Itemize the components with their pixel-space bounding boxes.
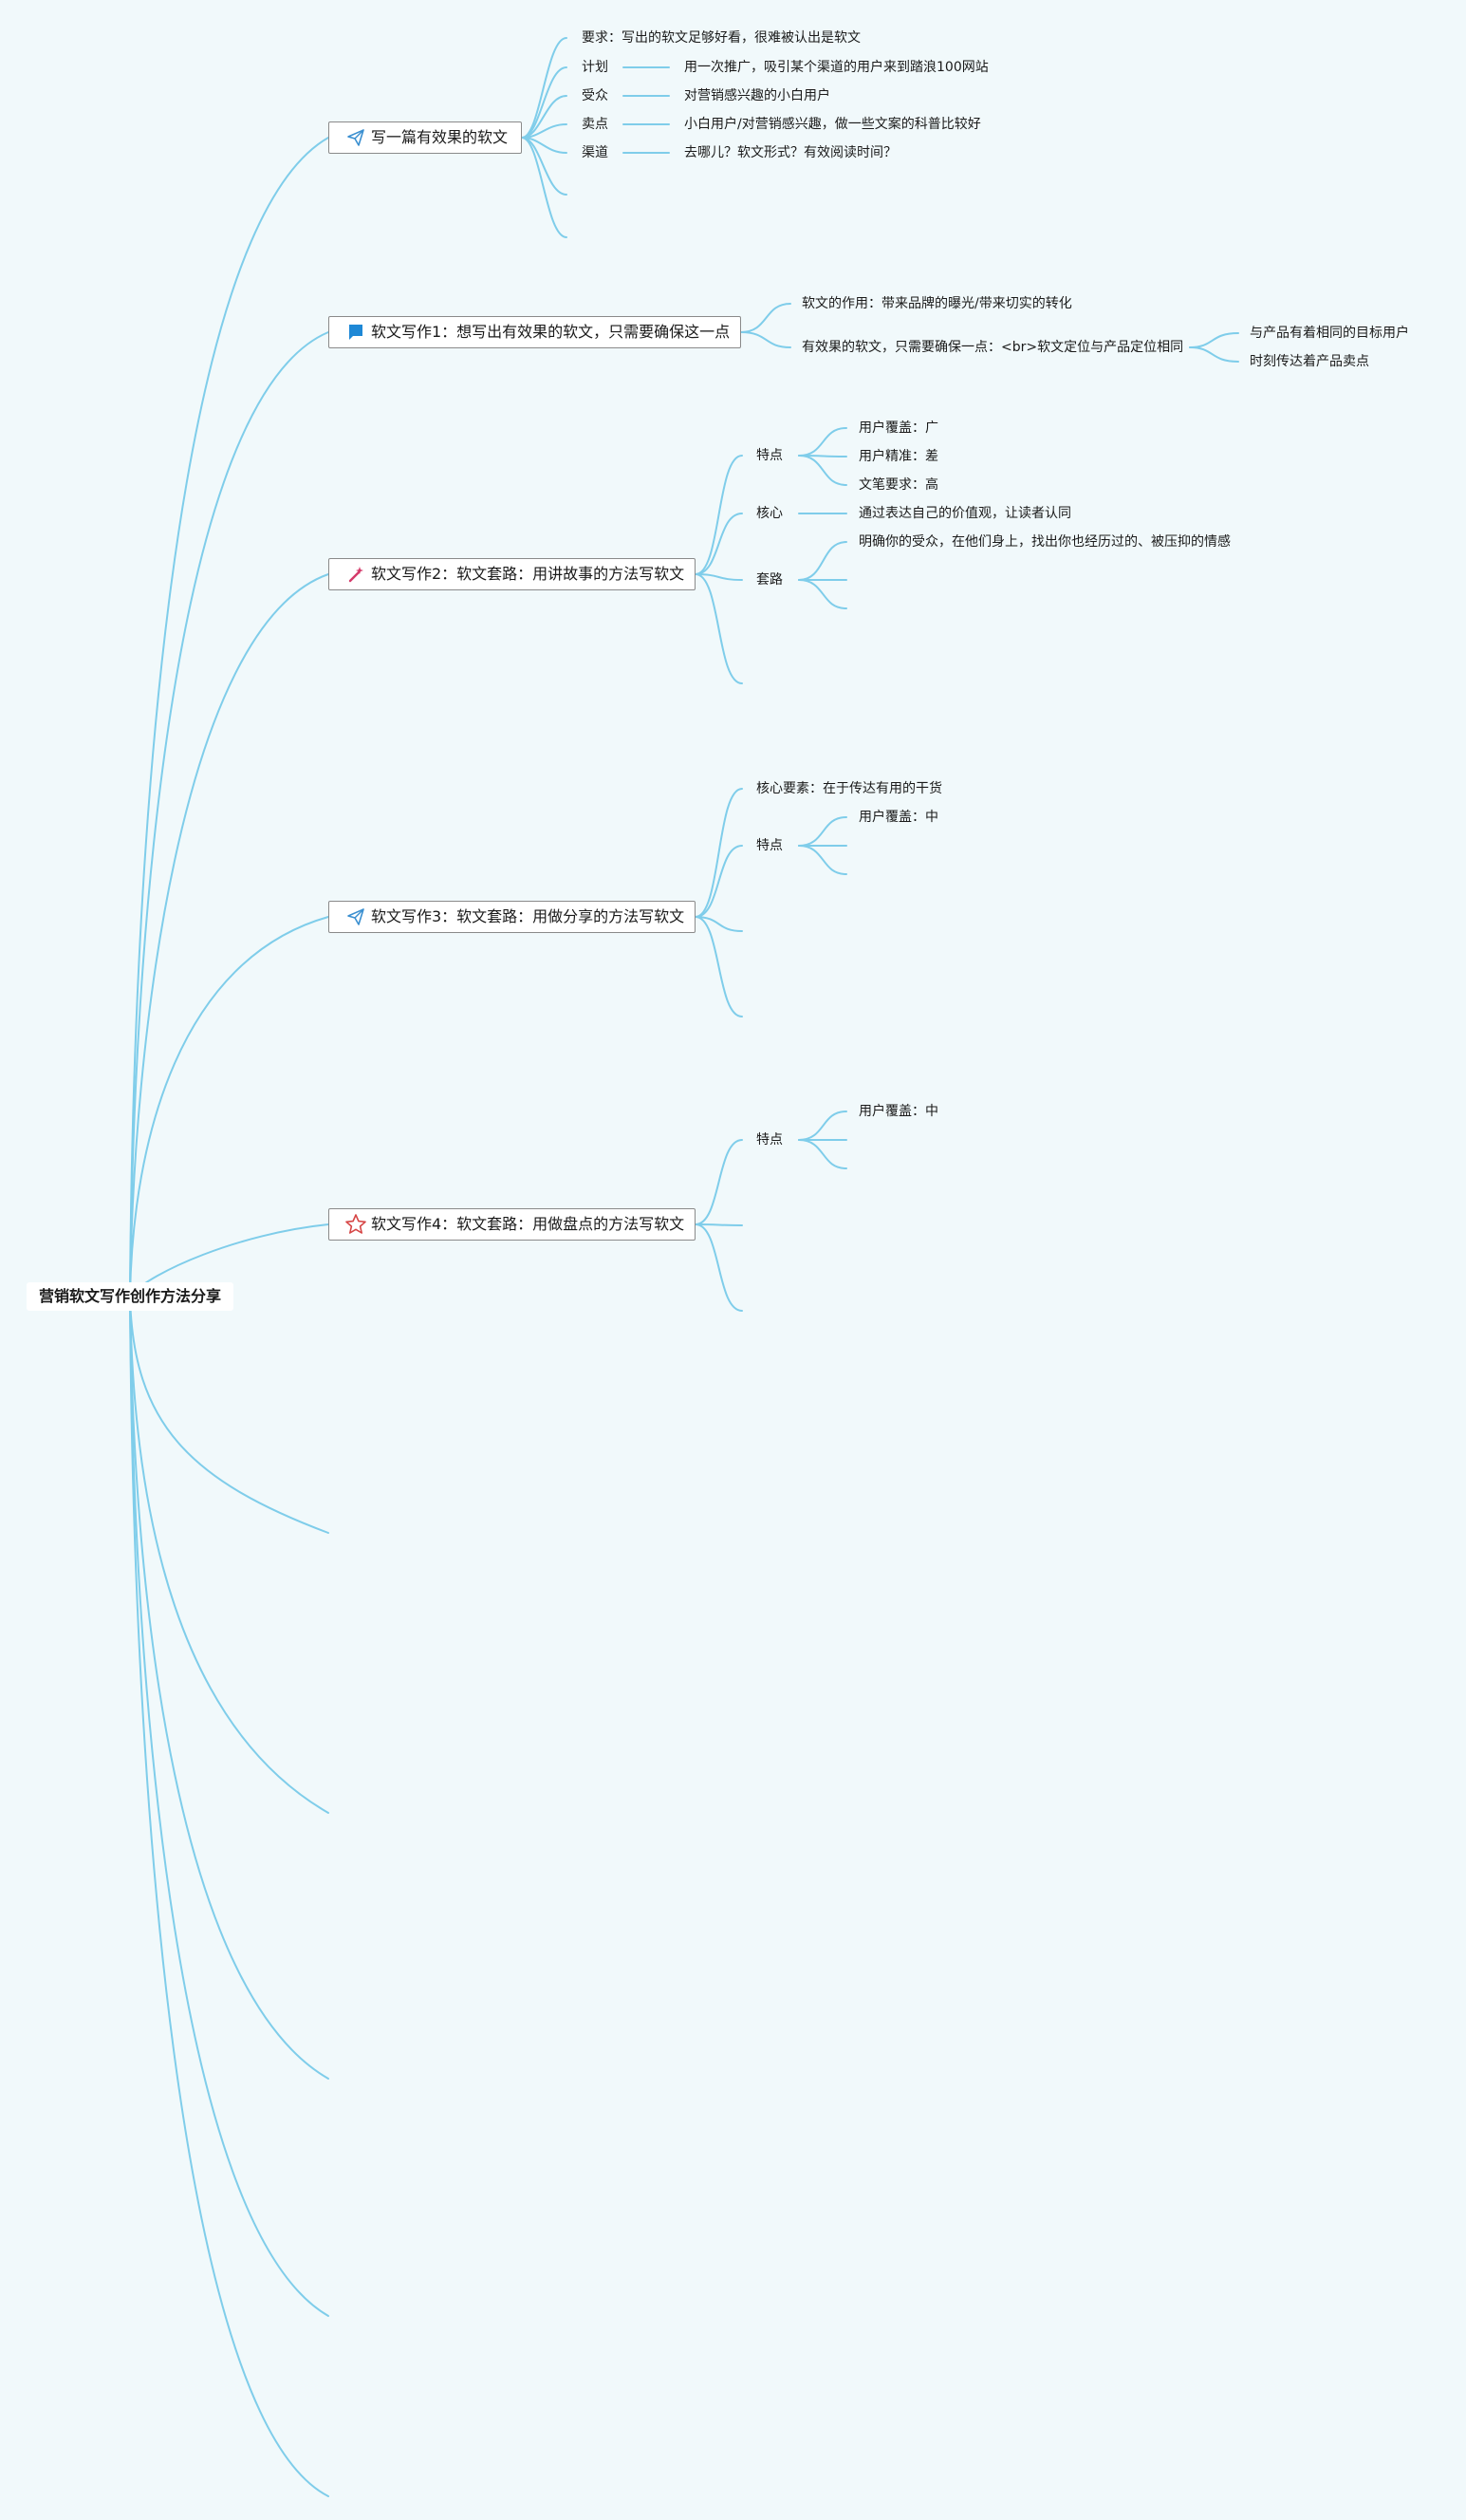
t1-require[interactable]: 要求：写出的软文足够好看，很难被认出是软文 bbox=[582, 30, 861, 46]
topic-5[interactable]: 软文写作4：软文套路：用做盘点的方法写软文 bbox=[328, 1208, 696, 1241]
t3-core[interactable]: 核心 bbox=[756, 506, 783, 521]
star-outline-icon bbox=[344, 1213, 367, 1236]
topic-3-label: 软文写作2：软文套路：用讲故事的方法写软文 bbox=[371, 565, 685, 583]
t3-feature-3[interactable]: 文笔要求：高 bbox=[859, 477, 938, 493]
topic-2-label: 软文写作1：想写出有效果的软文，只需要确保这一点 bbox=[371, 323, 731, 341]
t3-feature-1[interactable]: 用户覆盖：广 bbox=[859, 420, 938, 436]
t5-feature[interactable]: 特点 bbox=[756, 1132, 783, 1148]
t2-role[interactable]: 软文的作用：带来品牌的曝光/带来切实的转化 bbox=[802, 296, 1072, 311]
topic-5-label: 软文写作4：软文套路：用做盘点的方法写软文 bbox=[371, 1215, 685, 1233]
paper-plane-icon bbox=[344, 126, 367, 149]
t3-feature[interactable]: 特点 bbox=[756, 448, 783, 463]
blue-flag-icon bbox=[344, 321, 367, 344]
magic-wand-icon bbox=[344, 563, 367, 586]
topic-3[interactable]: 软文写作2：软文套路：用讲故事的方法写软文 bbox=[328, 558, 696, 590]
t1-plan[interactable]: 计划 bbox=[582, 60, 608, 75]
root-topic[interactable]: 营销软文写作创作方法分享 bbox=[27, 1282, 233, 1311]
t1-channel[interactable]: 渠道 bbox=[582, 145, 608, 160]
topic-4-label: 软文写作3：软文套路：用做分享的方法写软文 bbox=[371, 907, 685, 925]
t1-channel-value[interactable]: 去哪儿？软文形式？有效阅读时间？ bbox=[684, 145, 897, 160]
t2-sub-2[interactable]: 时刻传达着产品卖点 bbox=[1250, 354, 1369, 369]
paper-plane-icon bbox=[344, 905, 367, 928]
topic-1[interactable]: 写一篇有效果的软文 bbox=[328, 121, 522, 154]
t1-plan-value[interactable]: 用一次推广，吸引某个渠道的用户来到踏浪100网站 bbox=[684, 60, 989, 75]
t1-audience-value[interactable]: 对营销感兴趣的小白用户 bbox=[684, 88, 830, 103]
t3-routine[interactable]: 套路 bbox=[756, 572, 783, 588]
t4-core-element[interactable]: 核心要素：在于传达有用的干货 bbox=[756, 781, 942, 796]
t3-feature-2[interactable]: 用户精准：差 bbox=[859, 449, 938, 464]
topic-4[interactable]: 软文写作3：软文套路：用做分享的方法写软文 bbox=[328, 901, 696, 933]
topic-2[interactable]: 软文写作1：想写出有效果的软文，只需要确保这一点 bbox=[328, 316, 741, 348]
t2-ensure[interactable]: 有效果的软文，只需要确保一点：<br>软文定位与产品定位相同 bbox=[802, 340, 1184, 355]
topic-1-label: 写一篇有效果的软文 bbox=[371, 128, 509, 146]
t1-selling[interactable]: 卖点 bbox=[582, 117, 608, 132]
t2-sub-1[interactable]: 与产品有着相同的目标用户 bbox=[1250, 326, 1409, 341]
t3-routine-value[interactable]: 明确你的受众，在他们身上，找出你也经历过的、被压抑的情感 bbox=[859, 534, 1231, 550]
t3-core-value[interactable]: 通过表达自己的价值观，让读者认同 bbox=[859, 506, 1071, 521]
t1-selling-value[interactable]: 小白用户/对营销感兴趣，做一些文案的科普比较好 bbox=[684, 117, 981, 132]
t4-feature[interactable]: 特点 bbox=[756, 838, 783, 853]
t5-feature-1[interactable]: 用户覆盖：中 bbox=[859, 1104, 938, 1119]
t4-feature-1[interactable]: 用户覆盖：中 bbox=[859, 810, 938, 825]
t1-audience[interactable]: 受众 bbox=[582, 88, 608, 103]
